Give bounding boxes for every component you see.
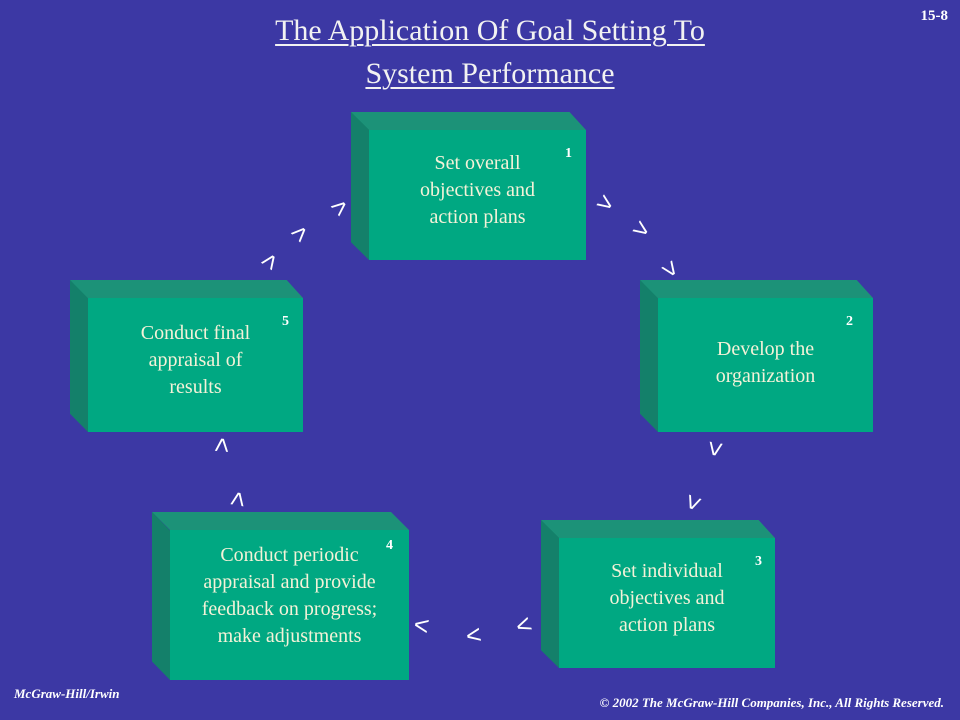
step-box-2: Develop the organization 2 <box>640 280 873 432</box>
step-5-line-3: results <box>169 376 222 398</box>
flow-arrow-3-to-4-b: < <box>463 618 484 652</box>
step-box-1: Set overall objectives and action plans … <box>351 112 586 260</box>
step-1-number: 1 <box>565 146 572 161</box>
flow-arrow-3-to-4-c: < <box>411 608 432 642</box>
step-2-number: 2 <box>846 314 853 329</box>
flow-arrow-2-to-3-a: > <box>699 438 732 460</box>
flow-arrow-5-to-1-a: > <box>252 246 287 276</box>
footer-copyright: © 2002 The McGraw-Hill Companies, Inc., … <box>599 695 944 710</box>
step-5-number: 5 <box>282 314 289 329</box>
flow-arrow-3-to-4-a: < <box>511 608 536 642</box>
step-5-line-1: Conduct final <box>140 322 251 344</box>
step-3-line-2: objectives and <box>609 587 725 609</box>
step-4-line-3: feedback on progress; <box>201 598 378 620</box>
flow-arrow-2-to-3-b: > <box>676 490 711 516</box>
step-2-line-1: Develop the <box>716 338 815 360</box>
flow-arrow-5-to-1-c: > <box>324 190 356 224</box>
step-box-4: Conduct periodic appraisal and provide f… <box>152 512 409 680</box>
step-box-5: Conduct final appraisal of results 5 <box>70 280 303 432</box>
step-1-line-1: Set overall <box>434 152 521 174</box>
flow-arrow-1-to-2-a: > <box>590 186 621 220</box>
step-2-line-2: organization <box>715 365 816 387</box>
flow-arrow-4-to-5-a: > <box>221 488 254 510</box>
step-4-line-1: Conduct periodic <box>220 544 359 566</box>
step-3-number: 3 <box>755 554 762 569</box>
flow-arrow-1-to-2-c: > <box>653 254 688 284</box>
footer-publisher: McGraw-Hill/Irwin <box>14 686 120 701</box>
step-4-line-4: make adjustments <box>217 625 362 647</box>
flow-arrow-5-to-1-b: > <box>283 217 316 249</box>
step-box-3: Set individual objectives and action pla… <box>541 520 775 668</box>
step-3-line-3: action plans <box>618 614 716 636</box>
step-4-line-2: appraisal and provide <box>203 571 376 593</box>
slide-title-line-2: System Performance <box>365 57 615 90</box>
flow-arrow-4-to-5-b: > <box>205 436 238 454</box>
slide-title-line-1: The Application Of Goal Setting To <box>275 14 705 47</box>
step-1-line-3: action plans <box>429 206 526 228</box>
flow-arrow-1-to-2-b: > <box>626 212 657 246</box>
step-5-line-2: appraisal of <box>148 349 243 371</box>
step-4-number: 4 <box>386 538 393 553</box>
step-1-line-2: objectives and <box>420 179 535 201</box>
slide-number: 15-8 <box>920 8 949 24</box>
step-3-line-1: Set individual <box>611 560 723 582</box>
